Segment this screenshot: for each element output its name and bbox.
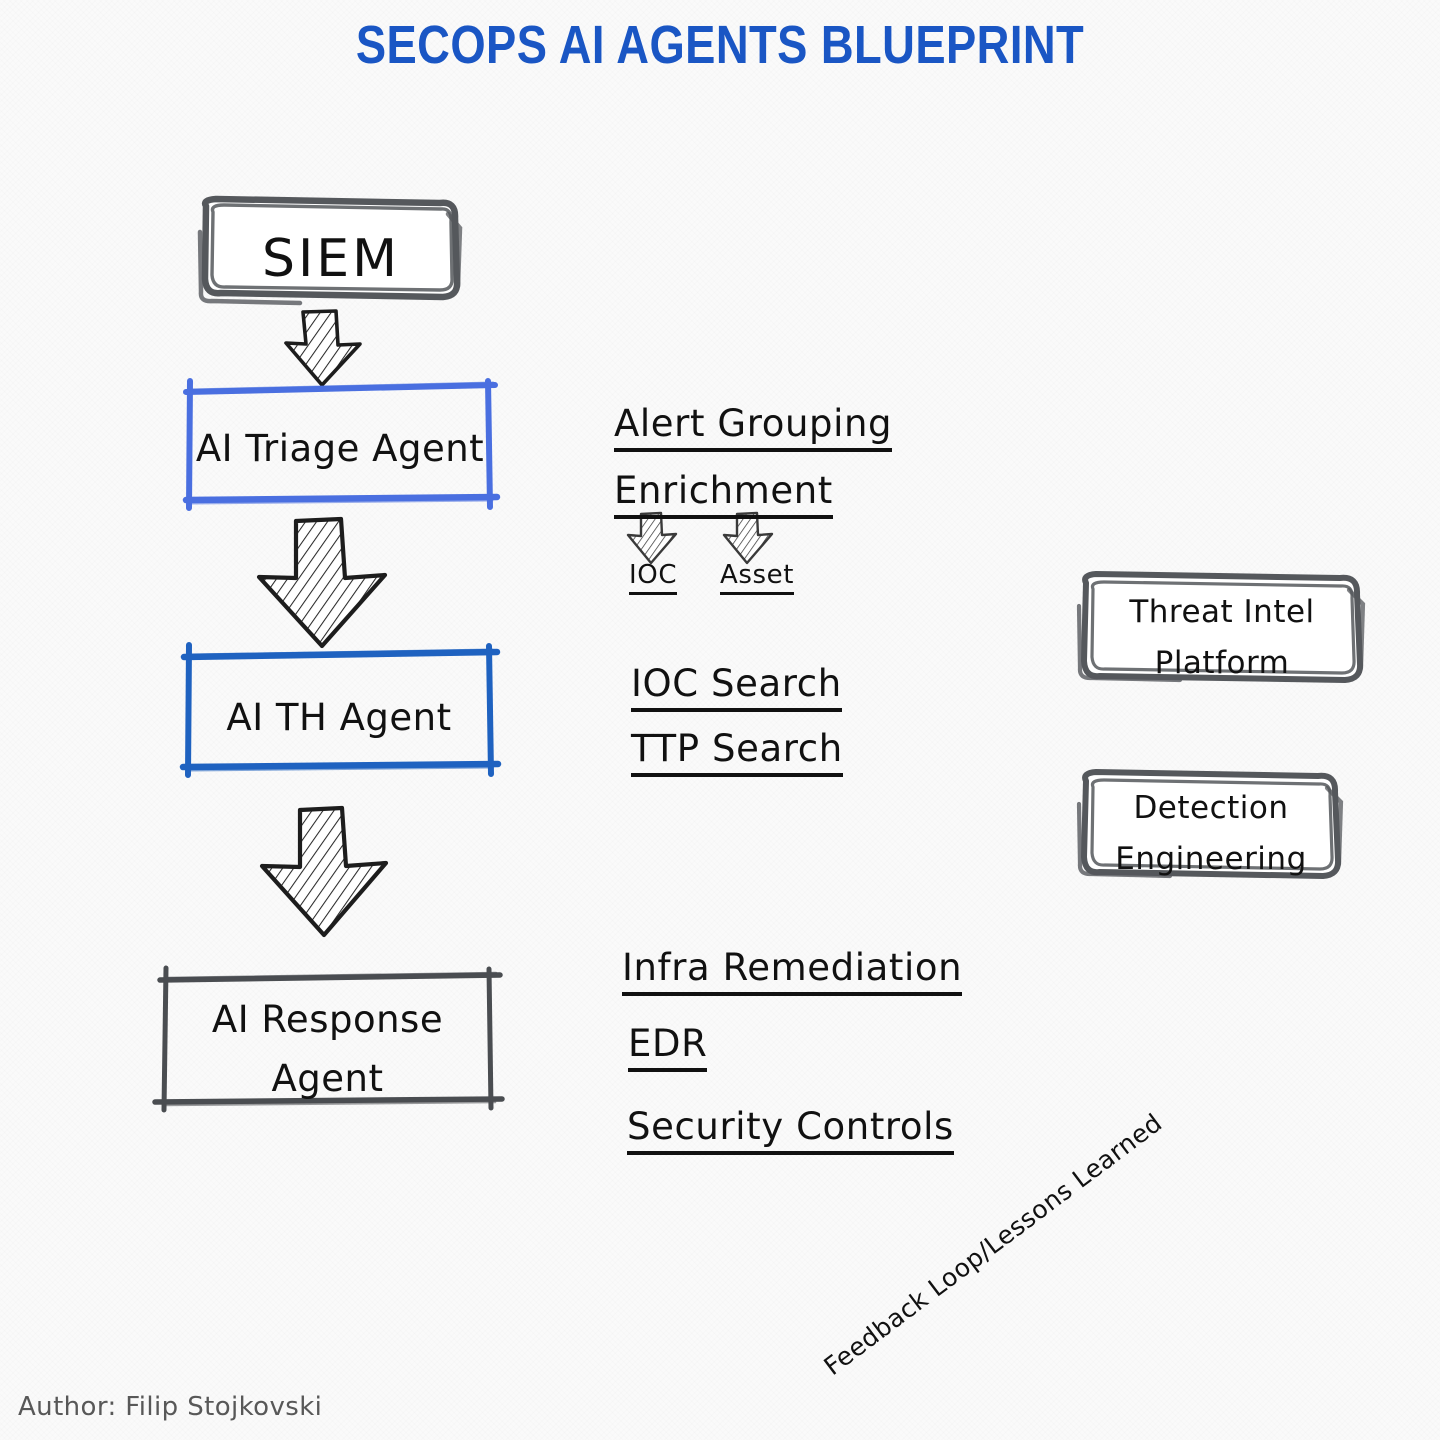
siem-box[interactable] bbox=[197, 195, 463, 306]
detection-engineering-label: Detection Engineering bbox=[1115, 790, 1307, 878]
ai-response-agent-box[interactable] bbox=[152, 965, 505, 1113]
down-arrow-icon-siem-triage bbox=[284, 309, 362, 387]
annotation-asset: Asset bbox=[720, 560, 795, 595]
siem-label: SIEM bbox=[261, 229, 401, 289]
small-down-arrow-icon-asset bbox=[722, 511, 774, 565]
annotation-security-controls: Security Controls bbox=[627, 1105, 954, 1155]
small-down-arrow-icon-ioc bbox=[626, 511, 678, 565]
annotation-enrichment: Enrichment bbox=[614, 469, 833, 519]
author-credit: Author: Filip Stojkovski bbox=[18, 1392, 323, 1422]
ai-triage-agent-box[interactable] bbox=[182, 378, 501, 511]
annotation-ioc: IOC bbox=[629, 560, 678, 595]
ai-th-agent-box[interactable] bbox=[179, 642, 502, 778]
threat-intel-platform-box[interactable] bbox=[1076, 571, 1366, 683]
down-arrow-icon-th-response bbox=[259, 805, 389, 938]
ai-triage-agent-label: AI Triage Agent bbox=[195, 427, 485, 470]
ai-response-agent-label: AI Response Agent bbox=[211, 998, 444, 1101]
page-title: SECOPS AI AGENTS BLUEPRINT bbox=[355, 15, 1085, 75]
detection-engineering-box[interactable] bbox=[1076, 769, 1344, 879]
annotation-ttp-search: TTP Search bbox=[631, 727, 843, 777]
annotation-infra-remediation: Infra Remediation bbox=[622, 946, 963, 996]
annotation-alert-grouping: Alert Grouping bbox=[614, 402, 893, 452]
threat-intel-platform-label: Threat Intel Platform bbox=[1129, 594, 1315, 682]
ai-th-agent-label: AI TH Agent bbox=[226, 696, 452, 739]
annotation-edr: EDR bbox=[628, 1022, 708, 1072]
down-arrow-icon-triage-th bbox=[256, 516, 388, 649]
annotation-ioc-search: IOC Search bbox=[631, 662, 842, 712]
